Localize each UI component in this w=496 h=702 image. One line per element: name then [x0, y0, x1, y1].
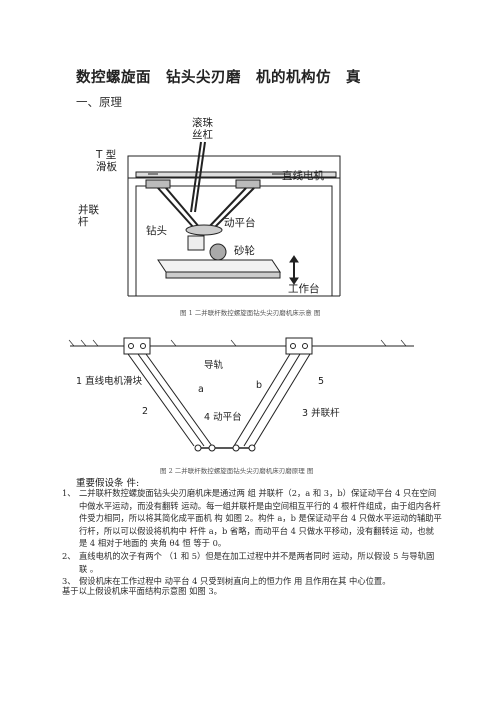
- item-number: 2、: [62, 550, 76, 561]
- t-slider-left: [145, 179, 171, 189]
- label-table: 工作台: [288, 282, 320, 295]
- label-2: 2: [142, 406, 148, 417]
- figure-1-machine-schematic: 滚珠 丝杠 T 型 滑板 直线电机 并联 杆 钻头 动平台 砂轮 工作台: [78, 116, 341, 297]
- label-t-slider-2: 滑板: [96, 160, 117, 173]
- label-5: 5: [318, 376, 324, 387]
- guide-rail: [135, 171, 337, 178]
- t-slider-right: [235, 179, 261, 189]
- page-title: 数控螺旋面 钻头尖刃磨 机的机构仿 真: [76, 70, 361, 86]
- label-parallel-rod-1: 并联: [78, 203, 99, 216]
- figure-1-caption: 图 1 二并联杆数控螺旋面钻头尖刃磨机床示意 图: [180, 309, 321, 317]
- item-text: 二并联杆数控螺旋面钻头尖刃磨机床是通过两 组 并联杆（2，a 和 3，b）保证动…: [79, 488, 442, 549]
- list-item: 1、 二并联杆数控螺旋面钻头尖刃磨机床是通过两 组 并联杆（2，a 和 3，b）…: [62, 487, 442, 550]
- figure-2-caption: 图 2 二并联杆数控螺旋面钻头尖刃磨机床刃磨原理 图: [160, 467, 314, 475]
- item-text: 假设机床在工作过程中 动平台 4 只受到树直向上的恒力作 用 且作用在其 中心位…: [79, 576, 391, 587]
- label-platform: 动平台: [224, 216, 256, 229]
- requirements-title: 重要假设条 件:: [76, 478, 140, 489]
- label-drill: 钻头: [146, 224, 167, 237]
- label-4: 4 动平台: [204, 411, 242, 423]
- list-item: 3、 假设机床在工作过程中 动平台 4 只受到树直向上的恒力作 用 且作用在其 …: [62, 575, 442, 588]
- slider-1: [123, 337, 151, 355]
- label-ball-screw-1: 滚珠: [192, 116, 213, 129]
- item-number: 3、: [62, 576, 76, 587]
- frame-top: [127, 155, 341, 179]
- assumption-list: 1、 二并联杆数控螺旋面钻头尖刃磨机床是通过两 组 并联杆（2，a 和 3，b）…: [62, 487, 442, 588]
- label-ball-screw-2: 丝杠: [192, 128, 213, 141]
- list-item: 2、 直线电机的次子有两个 （1 和 5）但是在加工过程中并不是两者同时 运动，…: [62, 550, 442, 575]
- label-rod-3: 3 并联杆: [302, 407, 340, 419]
- label-t-slider-1: T 型: [95, 148, 116, 161]
- grinding-wheel: [209, 243, 227, 261]
- slider-5: [285, 337, 313, 355]
- item-text: 直线电机的次子有两个 （1 和 5）但是在加工过程中并不是两者同时 运动，所以假…: [79, 550, 435, 574]
- summary-text: 基于以上假设机床平面结构示意图 如图 3。: [62, 586, 222, 596]
- moving-platform: [185, 224, 223, 236]
- label-slider-1: 1 直线电机滑块: [76, 375, 143, 387]
- drill-body: [187, 235, 205, 251]
- worktable: [157, 259, 281, 273]
- label-a: a: [198, 384, 204, 395]
- item-number: 1、: [62, 488, 76, 498]
- label-linear-motor: 直线电机: [282, 169, 324, 182]
- label-wheel: 砂轮: [234, 244, 255, 257]
- frame-back: [135, 185, 333, 297]
- label-parallel-rod-2: 杆: [78, 215, 89, 228]
- section-heading: 一、原理: [76, 95, 122, 109]
- label-b: b: [256, 380, 262, 391]
- figure-2-mechanism: 导轨 1 直线电机滑块 a b 2 5 4 动平台 3 并联杆: [68, 337, 414, 452]
- label-guide: 导轨: [204, 359, 224, 371]
